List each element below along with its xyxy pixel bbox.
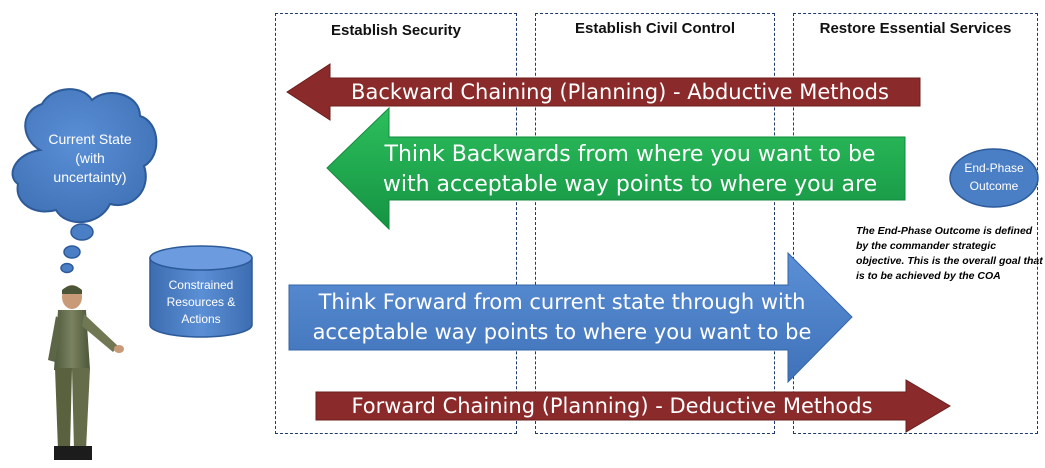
backward-chaining-arrow bbox=[286, 63, 921, 121]
column-restore-essential-services bbox=[793, 13, 1038, 434]
think-backwards-arrow bbox=[326, 106, 906, 231]
column-establish-civil-control bbox=[535, 13, 775, 434]
current-state-line-3: uncertainty) bbox=[53, 169, 127, 185]
forward-chaining-arrow bbox=[315, 379, 951, 433]
think-backwards-line-1: Think Backwards from where you want to b… bbox=[384, 142, 876, 167]
end-phase-note: The End-Phase Outcome is defined by the … bbox=[856, 225, 1043, 282]
current-state-line-1: Current State bbox=[48, 131, 132, 147]
resources-line-1: Constrained bbox=[168, 278, 234, 292]
end-phase-line-1: End-Phase bbox=[964, 161, 1024, 175]
resources-line-3: Actions bbox=[181, 312, 221, 326]
resources-line-2: Resources & bbox=[166, 295, 236, 309]
column-title-security: Establish Security bbox=[330, 22, 462, 39]
current-state-cloud bbox=[11, 88, 158, 274]
column-title-essential-services: Restore Essential Services bbox=[819, 20, 1012, 37]
end-phase-ellipse bbox=[949, 148, 1039, 208]
backward-chaining-label: Backward Chaining (Planning) - Abductive… bbox=[351, 80, 889, 104]
column-establish-security bbox=[275, 13, 517, 434]
end-phase-line-2: Outcome bbox=[969, 179, 1019, 193]
think-forward-arrow bbox=[288, 251, 853, 384]
think-forward-line-2: acceptable way points to where you want … bbox=[312, 320, 812, 344]
resources-cylinder bbox=[149, 245, 253, 338]
current-state-line-2: (with bbox=[75, 150, 105, 166]
soldier-figure bbox=[48, 285, 124, 460]
think-forward-line-1: Think Forward from current state through… bbox=[318, 290, 806, 314]
think-backwards-line-2: with acceptable way points to where you … bbox=[382, 172, 878, 197]
column-title-civil-control: Establish Civil Control bbox=[574, 20, 736, 37]
forward-chaining-label: Forward Chaining (Planning) - Deductive … bbox=[351, 394, 873, 418]
